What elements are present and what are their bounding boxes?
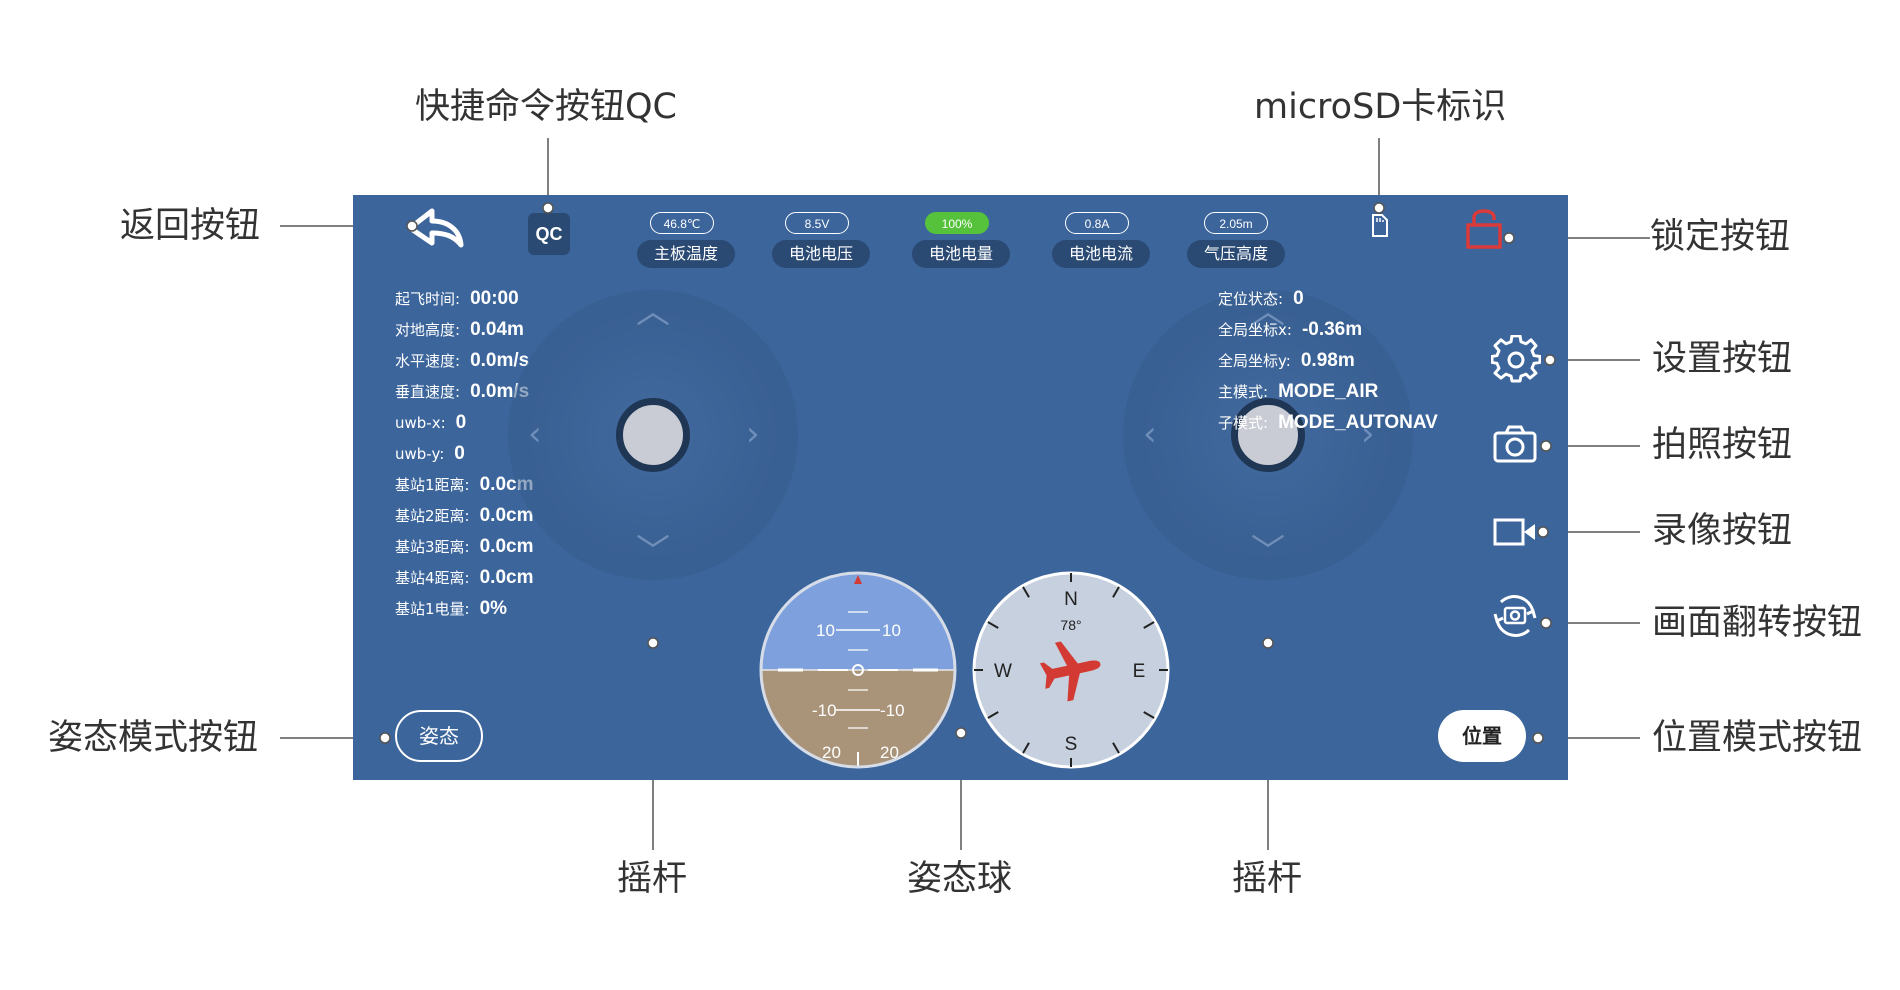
battery-current-label: 电池电流	[1052, 240, 1150, 268]
info-horizontal-speed: 水平速度:0.0m/s	[395, 350, 530, 371]
baro-altitude-value: 2.05m	[1204, 212, 1268, 234]
lock-icon[interactable]	[1463, 205, 1507, 251]
info-ground-height: 对地高度:0.04m	[395, 319, 524, 340]
position-mode-button[interactable]: 位置	[1438, 710, 1526, 762]
chevron-up-icon: ︿	[636, 292, 670, 332]
callout-flip: 画面翻转按钮	[1652, 603, 1863, 643]
chevron-right-icon: ›	[1361, 414, 1375, 454]
pitch-label: -10	[880, 701, 905, 720]
info-takeoff-time: 起飞时间:00:00	[395, 288, 519, 309]
baro-altitude-label: 气压高度	[1187, 240, 1285, 268]
callout-qc: 快捷命令按钮QC	[415, 87, 677, 127]
pitch-label: 20	[822, 743, 841, 762]
compass: N S W E 78°	[972, 571, 1170, 769]
chevron-down-icon: ﹀	[1251, 532, 1285, 572]
chevron-left-icon: ‹	[1143, 414, 1157, 454]
callout-back: 返回按钮	[120, 206, 261, 246]
compass-tick	[1112, 742, 1120, 754]
battery-voltage-label: 电池电压	[772, 240, 870, 268]
callout-settings: 设置按钮	[1652, 339, 1793, 379]
compass-s: S	[1065, 734, 1078, 755]
callout-attitude-mode: 姿态模式按钮	[48, 718, 259, 758]
attitude-mode-button[interactable]: 姿态	[395, 710, 483, 762]
callout-joystick-right: 摇杆	[1232, 859, 1303, 899]
callout-microsd: microSD卡标识	[1254, 87, 1507, 127]
left-joystick-knob[interactable]	[616, 398, 690, 472]
compass-tick	[1022, 586, 1030, 598]
right-joystick-knob[interactable]	[1231, 398, 1305, 472]
video-camera-icon[interactable]	[1493, 517, 1541, 547]
qc-button[interactable]: QC	[528, 213, 570, 255]
sd-card-icon	[1372, 214, 1388, 237]
compass-tick	[1022, 742, 1030, 754]
airplane-icon	[1039, 641, 1101, 702]
camera-icon[interactable]	[1493, 425, 1539, 465]
app-screen: QC 46.8℃ 主板温度 8.5V 电池电压 100% 电池电量 0.8A 电…	[353, 195, 1568, 780]
callout-joystick-left: 摇杆	[617, 859, 688, 899]
pitch-label: 20	[880, 743, 899, 762]
battery-level-label: 电池电量	[912, 240, 1010, 268]
battery-level-value: 100%	[925, 212, 989, 234]
callout-position-mode: 位置模式按钮	[1652, 718, 1863, 758]
chevron-up-icon: ︿	[1251, 292, 1285, 332]
gear-icon[interactable]	[1491, 335, 1541, 385]
compass-tick	[1143, 711, 1155, 719]
compass-n: N	[1064, 589, 1078, 610]
pitch-label: 10	[816, 621, 835, 640]
compass-tick	[987, 711, 999, 719]
info-positioning-status: 定位状态:0	[1218, 288, 1304, 309]
info-vertical-speed: 垂直速度:0.0m/s	[395, 381, 530, 402]
callout-photo: 拍照按钮	[1652, 425, 1793, 465]
info-sub-mode: 子模式:MODE_AUTONAV	[1218, 412, 1438, 433]
info-station1-battery: 基站1电量:0%	[395, 598, 508, 619]
callout-attitude-ball: 姿态球	[907, 859, 1013, 899]
info-uwb-x: uwb-x:0	[395, 412, 467, 433]
compass-w: W	[994, 661, 1012, 682]
board-temp-value: 46.8℃	[650, 212, 714, 234]
info-station2-distance: 基站2距离:0.0cm	[395, 505, 534, 526]
camera-flip-icon[interactable]	[1489, 590, 1541, 642]
compass-tick	[987, 621, 999, 629]
battery-current-value: 0.8A	[1065, 212, 1129, 234]
compass-tick	[1112, 586, 1120, 598]
board-temp-label: 主板温度	[637, 240, 735, 268]
back-arrow-icon[interactable]	[405, 205, 471, 251]
chevron-right-icon: ›	[746, 414, 760, 454]
info-station4-distance: 基站4距离:0.0cm	[395, 567, 534, 588]
compass-heading: 78°	[1060, 617, 1081, 633]
pitch-label: 10	[882, 621, 901, 640]
chevron-left-icon: ‹	[528, 414, 542, 454]
info-global-x: 全局坐标x:-0.36m	[1218, 319, 1363, 340]
callout-record: 录像按钮	[1652, 511, 1793, 551]
info-uwb-y: uwb-y:0	[395, 443, 465, 464]
compass-e: E	[1133, 661, 1146, 682]
info-main-mode: 主模式:MODE_AIR	[1218, 381, 1379, 402]
pitch-label: -10	[812, 701, 837, 720]
callout-lock: 锁定按钮	[1650, 217, 1791, 257]
info-station3-distance: 基站3距离:0.0cm	[395, 536, 534, 557]
info-station1-distance: 基站1距离:0.0cm	[395, 474, 534, 495]
attitude-indicator: 10 10 -10 -10 20 20	[759, 571, 957, 769]
chevron-down-icon: ﹀	[636, 532, 670, 572]
info-global-y: 全局坐标y:0.98m	[1218, 350, 1355, 371]
compass-tick	[1143, 621, 1155, 629]
battery-voltage-value: 8.5V	[785, 212, 849, 234]
